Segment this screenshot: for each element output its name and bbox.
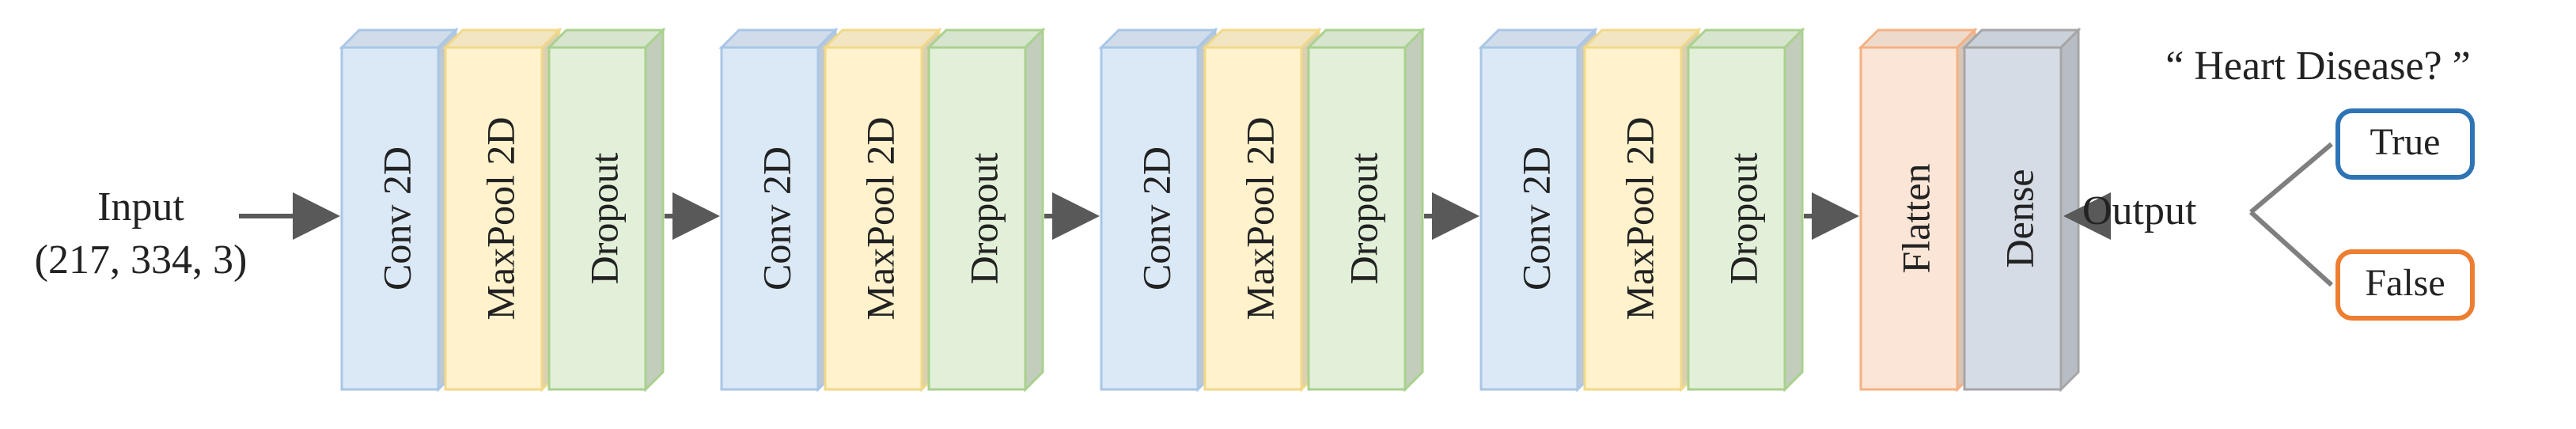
layer-conv-2: Conv 2D (718, 27, 839, 393)
layer-top-face (1858, 28, 1978, 49)
layer-drop-1: Dropout (546, 27, 666, 393)
layer-top-face (926, 28, 1046, 49)
output-label: Output (2082, 188, 2197, 233)
question-label: “ Heart Disease? ” (2165, 44, 2470, 89)
layer-label: Conv 2D (374, 146, 419, 290)
layer-label: MaxPool 2D (1617, 117, 1661, 321)
layer-label: Dropout (581, 153, 626, 285)
layer-label: MaxPool 2D (1237, 117, 1282, 321)
layer-label: MaxPool 2D (478, 117, 522, 321)
layer-top-face (339, 28, 459, 49)
layer-side-face (1024, 27, 1044, 393)
layer-top-face (1478, 28, 1598, 49)
layer-front-face (547, 46, 647, 391)
layer-label: Dropout (1341, 153, 1385, 285)
layer-front-face (1583, 46, 1683, 391)
layer-conv-1: Conv 2D (339, 27, 459, 393)
branch-line-false (2248, 210, 2334, 287)
layer-label: MaxPool 2D (858, 117, 902, 321)
layer-drop-2: Dropout (926, 27, 1046, 393)
layer-front-face (1307, 46, 1407, 391)
layer-conv-3: Conv 2D (1098, 27, 1218, 393)
layer-label: Conv 2D (1134, 146, 1178, 290)
layer-label: Conv 2D (754, 146, 798, 290)
layer-front-face (444, 46, 544, 391)
layer-pool-2: MaxPool 2D (822, 27, 942, 393)
layer-front-face (1479, 46, 1579, 391)
layer-front-face (824, 46, 923, 391)
input-label: Input (97, 184, 184, 230)
layer-top-face (1685, 28, 1805, 49)
class-box-true (2335, 108, 2475, 180)
layer-top-face (1098, 28, 1218, 49)
layer-top-face (822, 28, 942, 49)
layer-front-face (340, 46, 440, 391)
layer-top-face (442, 28, 563, 49)
branch-line-true (2249, 142, 2333, 214)
input-shape: (217, 334, 3) (35, 237, 248, 283)
layer-side-face (1783, 27, 1804, 393)
layer-dense-5: Dense (1961, 27, 2082, 393)
layer-drop-3: Dropout (1305, 27, 1426, 393)
layer-side-face (644, 27, 665, 393)
layer-top-face (546, 28, 666, 49)
layer-label: Dense (1997, 169, 2041, 268)
layer-label: Conv 2D (1513, 146, 1558, 290)
layer-side-face (2059, 27, 2080, 393)
layer-drop-4: Dropout (1685, 27, 1805, 393)
layer-pool-1: MaxPool 2D (442, 27, 563, 393)
layer-top-face (1305, 28, 1426, 49)
layer-top-face (1202, 28, 1322, 49)
class-label-true: True (2370, 121, 2441, 163)
layer-front-face (1963, 46, 2063, 391)
layer-front-face (720, 46, 820, 391)
layer-top-face (1582, 28, 1702, 49)
layer-front-face (1859, 46, 1959, 391)
layer-label: Dropout (1721, 153, 1765, 285)
layer-side-face (1404, 27, 1424, 393)
layer-top-face (718, 28, 839, 49)
layer-front-face (1687, 46, 1786, 391)
layer-front-face (927, 46, 1027, 391)
layer-front-face (1203, 46, 1303, 391)
layer-front-face (1100, 46, 1199, 391)
layer-label: Dropout (961, 153, 1006, 285)
layer-top-face (1961, 28, 2082, 49)
layer-label: Flatten (1893, 164, 1938, 274)
layer-pool-4: MaxPool 2D (1582, 27, 1702, 393)
layer-stack: Conv 2D MaxPool 2D Dropout Conv 2D MaxPool 2… (339, 27, 2082, 393)
layer-flatten-5: Flatten (1858, 27, 1978, 393)
class-label-false: False (2365, 262, 2445, 304)
layer-conv-4: Conv 2D (1478, 27, 1598, 393)
class-box-false (2335, 249, 2475, 321)
layer-pool-3: MaxPool 2D (1202, 27, 1322, 393)
